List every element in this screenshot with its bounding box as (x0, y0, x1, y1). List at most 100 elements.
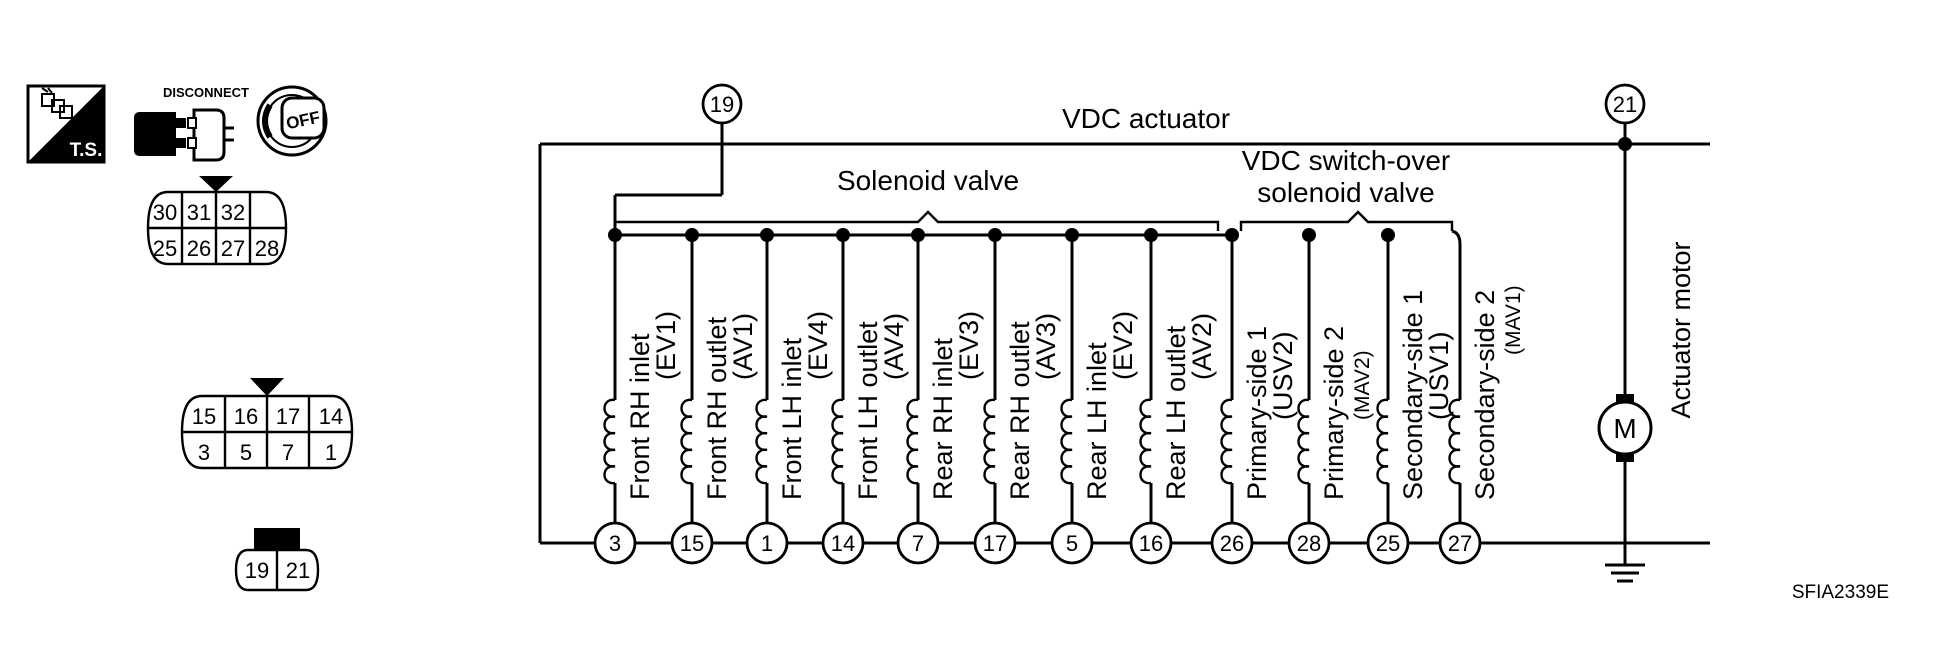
connector-b: 15 16 17 14 3 5 7 1 (180, 378, 354, 470)
junction-dot (988, 228, 1002, 242)
terminal-circle (973, 521, 1017, 565)
terminal-label: 26 (1220, 531, 1244, 556)
conn-a-cell: 27 (221, 236, 245, 261)
junction-dot (911, 228, 925, 242)
switch-over-brace (1239, 210, 1454, 231)
solenoid-code: (EV4) (803, 311, 833, 380)
conn-b-cell: 7 (282, 440, 294, 465)
terminal-circle (1366, 521, 1410, 565)
solenoid-coil (983, 398, 996, 485)
solenoid-name: Rear RH outlet (1005, 321, 1035, 500)
ignition-off-icon: OFF (256, 85, 328, 157)
terminal-label: 27 (1448, 531, 1472, 556)
solenoid-code: (EV2) (1108, 311, 1138, 380)
solenoid-coil (1376, 398, 1389, 485)
terminal-label: 17 (983, 531, 1007, 556)
conn-c-cell: 19 (245, 558, 269, 583)
conn-a-cell: 25 (153, 236, 177, 261)
junction-dot (685, 228, 699, 242)
solenoid-name: Rear LH inlet (1082, 342, 1112, 500)
solenoid-coil (603, 398, 616, 485)
terminal-circle (745, 521, 789, 565)
solenoid-coil (1448, 398, 1461, 485)
solenoid-name: Primary-side 2 (1319, 326, 1349, 500)
solenoid-code: (AV2) (1187, 313, 1217, 380)
solenoid-code: (AV4) (879, 313, 909, 380)
connector-a: 30 31 32 25 26 27 28 (146, 176, 288, 266)
conn-b-cell: 14 (319, 404, 343, 429)
conn-b-cell: 16 (234, 404, 258, 429)
solenoid-code: (USV2) (1268, 331, 1298, 420)
solenoid-code: (AV3) (1031, 313, 1061, 380)
ts-label: T.S. (70, 140, 103, 161)
solenoid-code: (MAV1) (1502, 285, 1525, 355)
terminal-circle (1050, 521, 1094, 565)
junction-dot (1065, 228, 1079, 242)
terminal-label: 28 (1297, 531, 1321, 556)
junction-dot (1144, 228, 1158, 242)
solenoid-valve-label: Solenoid valve (837, 165, 1019, 196)
terminal-label: 16 (1139, 531, 1163, 556)
solenoid-coil (1060, 398, 1073, 485)
actuator-motor: 21 M (1597, 83, 1653, 583)
terminal-circle (1438, 521, 1482, 565)
terminal-circle (1210, 521, 1254, 565)
solenoid-code: (AV1) (728, 313, 758, 380)
junction-dot (836, 228, 850, 242)
terminal-circle (821, 521, 865, 565)
solenoid-valve-brace (613, 210, 1220, 231)
conn-b-cell: 3 (198, 440, 210, 465)
solenoid-coil (1297, 398, 1310, 485)
junction-dot (1225, 228, 1239, 242)
solenoid-coil (1139, 398, 1152, 485)
terminal-circle (593, 521, 637, 565)
solenoid-name: Front RH inlet (625, 333, 655, 500)
solenoid-coil (831, 398, 844, 485)
solenoid-name: Secondary-side 2 (1470, 290, 1500, 500)
branch-wire (1451, 229, 1462, 400)
disconnect-icon: DISCONNECT (134, 85, 249, 162)
vdc-actuator-title: VDC actuator (1062, 103, 1230, 134)
solenoid-coil (755, 398, 768, 485)
solenoid-coil (680, 398, 693, 485)
figure-code: SFIA2339E (1792, 582, 1889, 603)
junction-dot (760, 228, 774, 242)
solenoid-name: Front RH outlet (702, 316, 732, 500)
solenoid-code: (MAV2) (1351, 350, 1374, 420)
conn-a-cell: 31 (187, 200, 211, 225)
actuator-motor-label: Actuator motor (1666, 241, 1696, 418)
conn-b-cell: 5 (240, 440, 252, 465)
terminal-label: 1 (761, 531, 773, 556)
conn-b-cell: 17 (276, 404, 300, 429)
solenoid-name: Secondary-side 1 (1398, 290, 1428, 500)
conn-a-cell: 28 (255, 236, 279, 261)
terminal-19: 19 (613, 83, 743, 235)
motor-symbol: M (1613, 413, 1636, 444)
terminal-circle (896, 521, 940, 565)
solenoid-name: Rear RH inlet (928, 337, 958, 500)
terminal-label: 25 (1376, 531, 1400, 556)
solenoid-code: (EV3) (954, 311, 984, 380)
terminal-label: 14 (831, 531, 855, 556)
terminal-label: 7 (912, 531, 924, 556)
conn-b-cell: 15 (192, 404, 216, 429)
terminal-label: 5 (1066, 531, 1078, 556)
switch-over-label-1: VDC switch-over (1242, 145, 1450, 176)
terminal-label: 3 (609, 531, 621, 556)
terminal-circle (670, 521, 714, 565)
switch-over-label-2: solenoid valve (1257, 177, 1434, 208)
solenoid-name: Front LH outlet (853, 321, 883, 500)
conn-b-cell: 1 (325, 440, 337, 465)
junction-dot (608, 228, 622, 242)
terminal-21-label: 21 (1613, 92, 1637, 117)
solenoid-name: Primary-side 1 (1242, 326, 1272, 500)
solenoid-code: (EV1) (651, 311, 681, 380)
junction-dot (1302, 228, 1316, 242)
solenoid-coil (906, 398, 919, 485)
terminal-circle (1129, 521, 1173, 565)
solenoid-coil (1220, 398, 1233, 485)
solenoid-name: Rear LH outlet (1161, 325, 1191, 500)
terminal-circle (1287, 521, 1331, 565)
